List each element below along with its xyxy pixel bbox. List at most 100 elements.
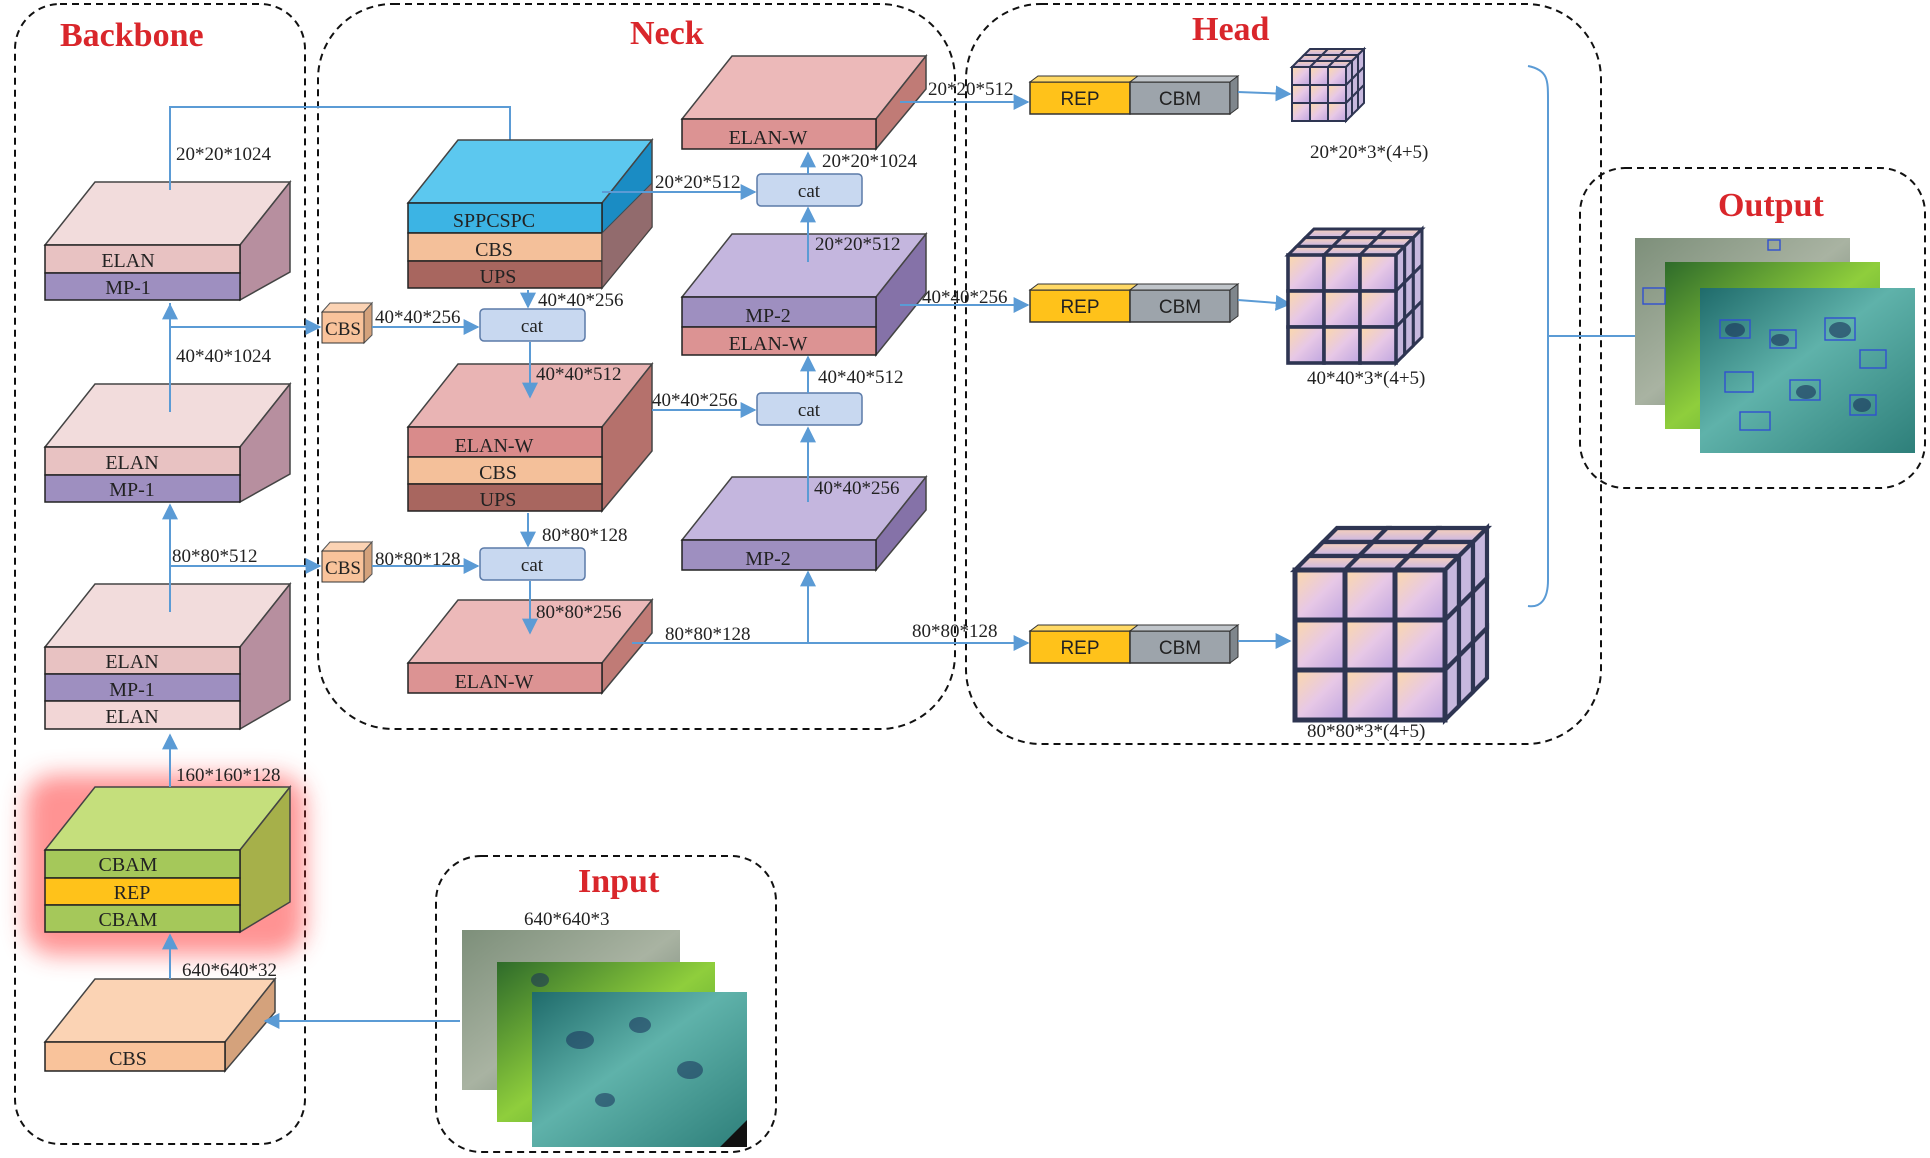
backbone-block-3: ELAN MP-1 ELAN bbox=[43, 581, 292, 731]
cube-front-cell bbox=[1342, 567, 1398, 623]
neck-elanw-label: ELAN-W bbox=[455, 435, 534, 457]
cube-front-cell bbox=[1292, 617, 1348, 673]
neck-dim-h: 20*20*512 bbox=[655, 172, 741, 193]
cube-front-cell bbox=[1392, 667, 1448, 723]
backbone-b1-elan: ELAN bbox=[101, 250, 154, 272]
neck-elanw-ups: UPS bbox=[480, 489, 517, 511]
neck-dim-e: 80*80*128 bbox=[542, 525, 628, 546]
cube-front-cell bbox=[1322, 289, 1362, 329]
backbone-b3-elan-top: ELAN bbox=[105, 651, 158, 673]
neck-dim-f: 80*80*256 bbox=[536, 602, 622, 623]
head-rep-3: REP bbox=[1060, 638, 1099, 659]
head-output-cube-medium bbox=[1284, 225, 1426, 367]
neck-cat-1-label: cat bbox=[521, 316, 544, 337]
head-output-dim-2: 40*40*3*(4+5) bbox=[1307, 368, 1425, 389]
neck-arrows bbox=[372, 94, 1030, 651]
input-frame: Input bbox=[435, 855, 777, 1153]
neck-sppcspc-block: SPPCSPC CBS UPS bbox=[406, 137, 654, 291]
head-dim-bot: 80*80*128 bbox=[912, 621, 998, 642]
cube-front-cell bbox=[1342, 667, 1398, 723]
neck-dim-c: 40*40*512 bbox=[536, 364, 622, 385]
backbone-b5-cbs: CBS bbox=[109, 1048, 147, 1070]
cube-side-cell bbox=[1470, 622, 1490, 698]
neck-sppcspc-ups: UPS bbox=[480, 266, 517, 288]
neck-cbs-lower-label: CBS bbox=[325, 558, 361, 579]
neck-dim-j: 20*20*512 bbox=[815, 234, 901, 255]
head-output-cube-small bbox=[1289, 46, 1367, 124]
cube-front-cell bbox=[1291, 102, 1311, 122]
head-rep-1: REP bbox=[1060, 89, 1099, 110]
neck-cbs-upper: CBS bbox=[320, 301, 374, 345]
neck-cat-1: cat bbox=[479, 308, 586, 342]
backbone-block-5: CBS bbox=[43, 976, 277, 1074]
backbone-b2-mp1: MP-1 bbox=[109, 479, 155, 501]
cube-front-cell bbox=[1286, 325, 1326, 365]
cube-front-cell bbox=[1358, 253, 1398, 293]
cube-front-cell bbox=[1292, 667, 1348, 723]
neck-elanw-top-label: ELAN-W bbox=[729, 127, 808, 149]
dim-20-20-1024: 20*20*1024 bbox=[176, 144, 272, 165]
neck-dim-b: 40*40*256 bbox=[538, 290, 624, 311]
cube-front-cell bbox=[1358, 289, 1398, 329]
backbone-block-4-highlighted: CBAM REP CBAM bbox=[25, 775, 305, 955]
neck-mp2-elanw-block: MP-2 ELAN-W bbox=[680, 231, 928, 358]
head-rep-2: REP bbox=[1060, 297, 1099, 318]
neck-cat-2: cat bbox=[479, 547, 586, 581]
neck-sppcspc-label: SPPCSPC bbox=[453, 210, 535, 232]
neck-mp2-label: MP-2 bbox=[745, 305, 791, 327]
neck-cbs-upper-label: CBS bbox=[325, 319, 361, 340]
backbone-b2-elan: ELAN bbox=[105, 452, 158, 474]
neck-dim-g: 80*80*128 bbox=[665, 624, 751, 645]
neck-frame: Neck bbox=[317, 3, 956, 730]
neck-mp2-bottom-block: MP-2 bbox=[680, 474, 928, 573]
head-arrows bbox=[1237, 65, 1667, 649]
neck-mp2-bottom-label: MP-2 bbox=[745, 548, 791, 570]
output-detection-images bbox=[1635, 238, 1915, 453]
head-output-dim-1: 20*20*3*(4+5) bbox=[1310, 142, 1428, 163]
head-output-cube-large bbox=[1289, 522, 1493, 726]
backbone-block-1: ELAN MP-1 bbox=[43, 179, 292, 302]
cube-side-cell bbox=[1357, 82, 1365, 112]
head-dim-mid: 40*40*256 bbox=[922, 287, 1008, 308]
head-frame: Head bbox=[965, 3, 1602, 745]
head-row-2: REP CBM bbox=[1028, 283, 1240, 323]
neck-dim-a: 40*40*256 bbox=[375, 307, 461, 328]
input-images bbox=[462, 930, 747, 1147]
backbone-block-2: ELAN MP-1 bbox=[43, 381, 292, 504]
head-row-1: REP CBM bbox=[1028, 75, 1240, 115]
dim-160-160-128: 160*160*128 bbox=[176, 765, 281, 786]
cube-front-cell bbox=[1327, 102, 1347, 122]
cube-front-cell bbox=[1291, 84, 1311, 104]
cube-front-cell bbox=[1392, 617, 1448, 673]
cube-front-cell bbox=[1292, 567, 1348, 623]
cube-side-cell bbox=[1411, 297, 1424, 350]
cube-front-cell bbox=[1327, 66, 1347, 86]
neck-dim-l: 40*40*256 bbox=[652, 390, 738, 411]
output-title: Output bbox=[1718, 187, 1824, 224]
neck-elanw-top-block: ELAN-W bbox=[680, 53, 928, 152]
output-frame: Output bbox=[1579, 167, 1926, 489]
backbone-b4-cbam-bottom: CBAM bbox=[99, 909, 158, 931]
neck-mp2-elanw-label: ELAN-W bbox=[729, 333, 808, 355]
cube-front-cell bbox=[1322, 325, 1362, 365]
input-title: Input bbox=[578, 863, 660, 900]
head-row-3: REP CBM bbox=[1028, 624, 1240, 664]
neck-cat-4-label: cat bbox=[798, 400, 821, 421]
backbone-b4-rep: REP bbox=[114, 882, 151, 904]
neck-cat-3: cat bbox=[756, 173, 863, 207]
cube-front-cell bbox=[1327, 84, 1347, 104]
cube-front-cell bbox=[1291, 66, 1311, 86]
head-output-dim-3: 80*80*3*(4+5) bbox=[1307, 721, 1425, 742]
cube-front-cell bbox=[1286, 253, 1326, 293]
neck-dim-k: 40*40*512 bbox=[818, 367, 904, 388]
backbone-frame: Backbone bbox=[14, 3, 306, 1145]
head-cbm-2: CBM bbox=[1159, 297, 1201, 318]
cube-front-cell bbox=[1322, 253, 1362, 293]
neck-sppcspc-cbs: CBS bbox=[475, 239, 513, 261]
cube-side-cell bbox=[1456, 636, 1476, 712]
cube-front-cell bbox=[1309, 102, 1329, 122]
neck-cat-4: cat bbox=[756, 392, 863, 426]
cube-front-cell bbox=[1392, 567, 1448, 623]
neck-cat-3-label: cat bbox=[798, 181, 821, 202]
